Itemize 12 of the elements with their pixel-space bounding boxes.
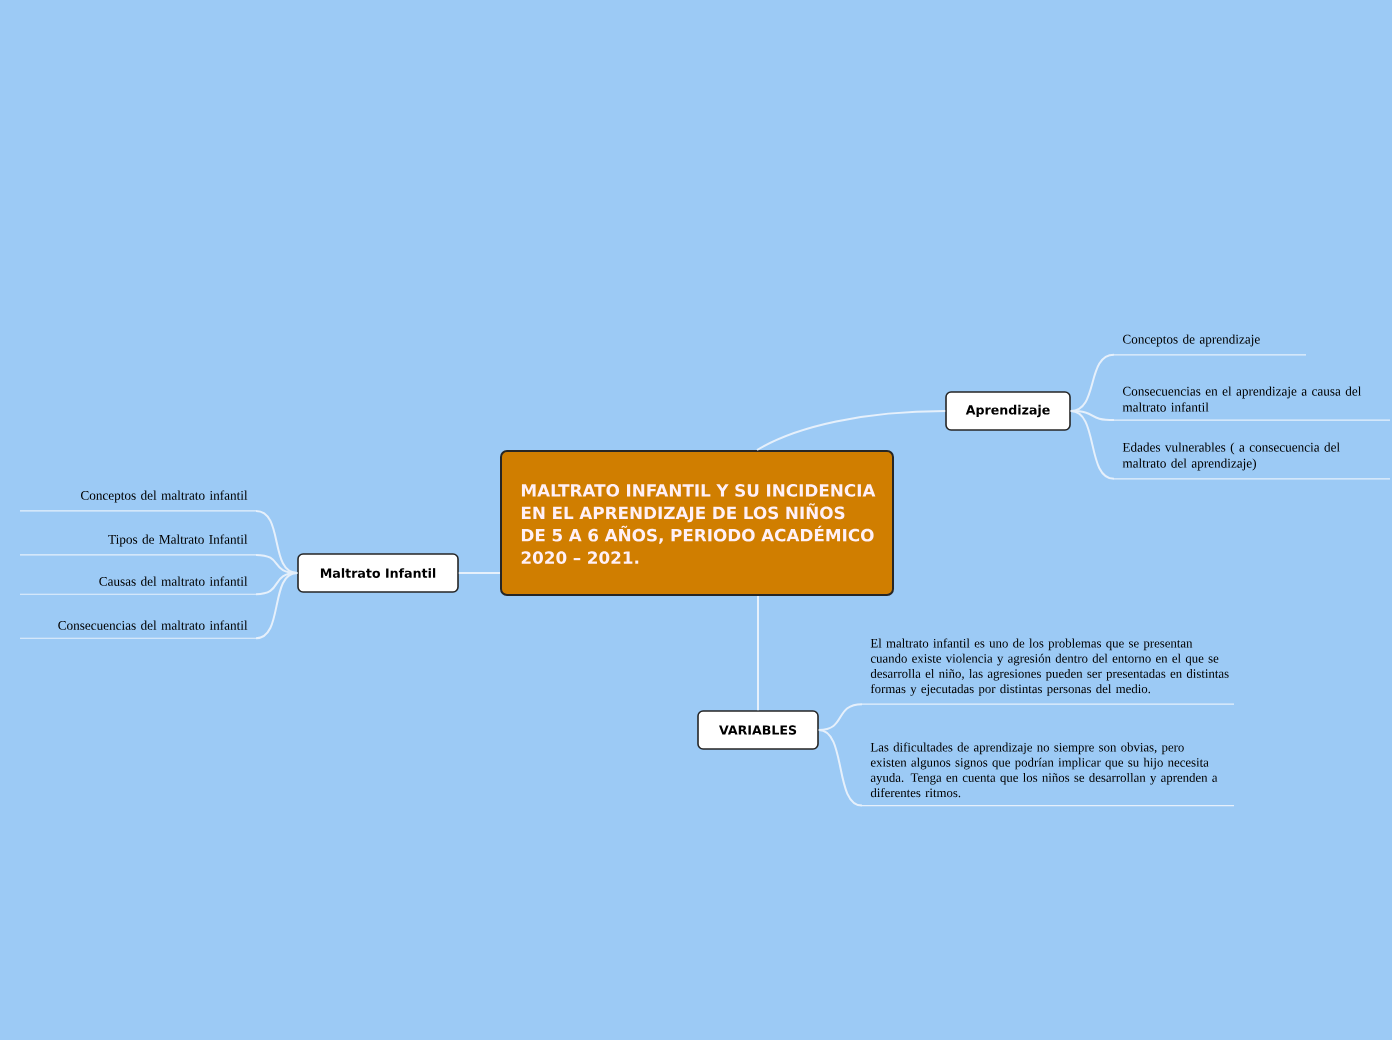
connector-line [255, 572, 299, 640]
connector-line [457, 572, 501, 574]
connector-line [756, 410, 947, 451]
connector-line [757, 595, 759, 712]
connector-line [1069, 410, 1115, 422]
connector-line [1069, 353, 1115, 412]
title-box: MALTRATO INFANTIL Y SU INCIDENCIA EN EL APRENDIZAJE DE LOS NIÑOS DE 5 A 6 AÑOS, PERIODO ACADÉMICO 2020 – 2021. [500, 450, 894, 596]
connector-line [255, 572, 299, 596]
connector-line [817, 729, 863, 807]
connector-line [1069, 410, 1115, 480]
connector-line [817, 703, 863, 731]
connector-line [255, 509, 299, 574]
